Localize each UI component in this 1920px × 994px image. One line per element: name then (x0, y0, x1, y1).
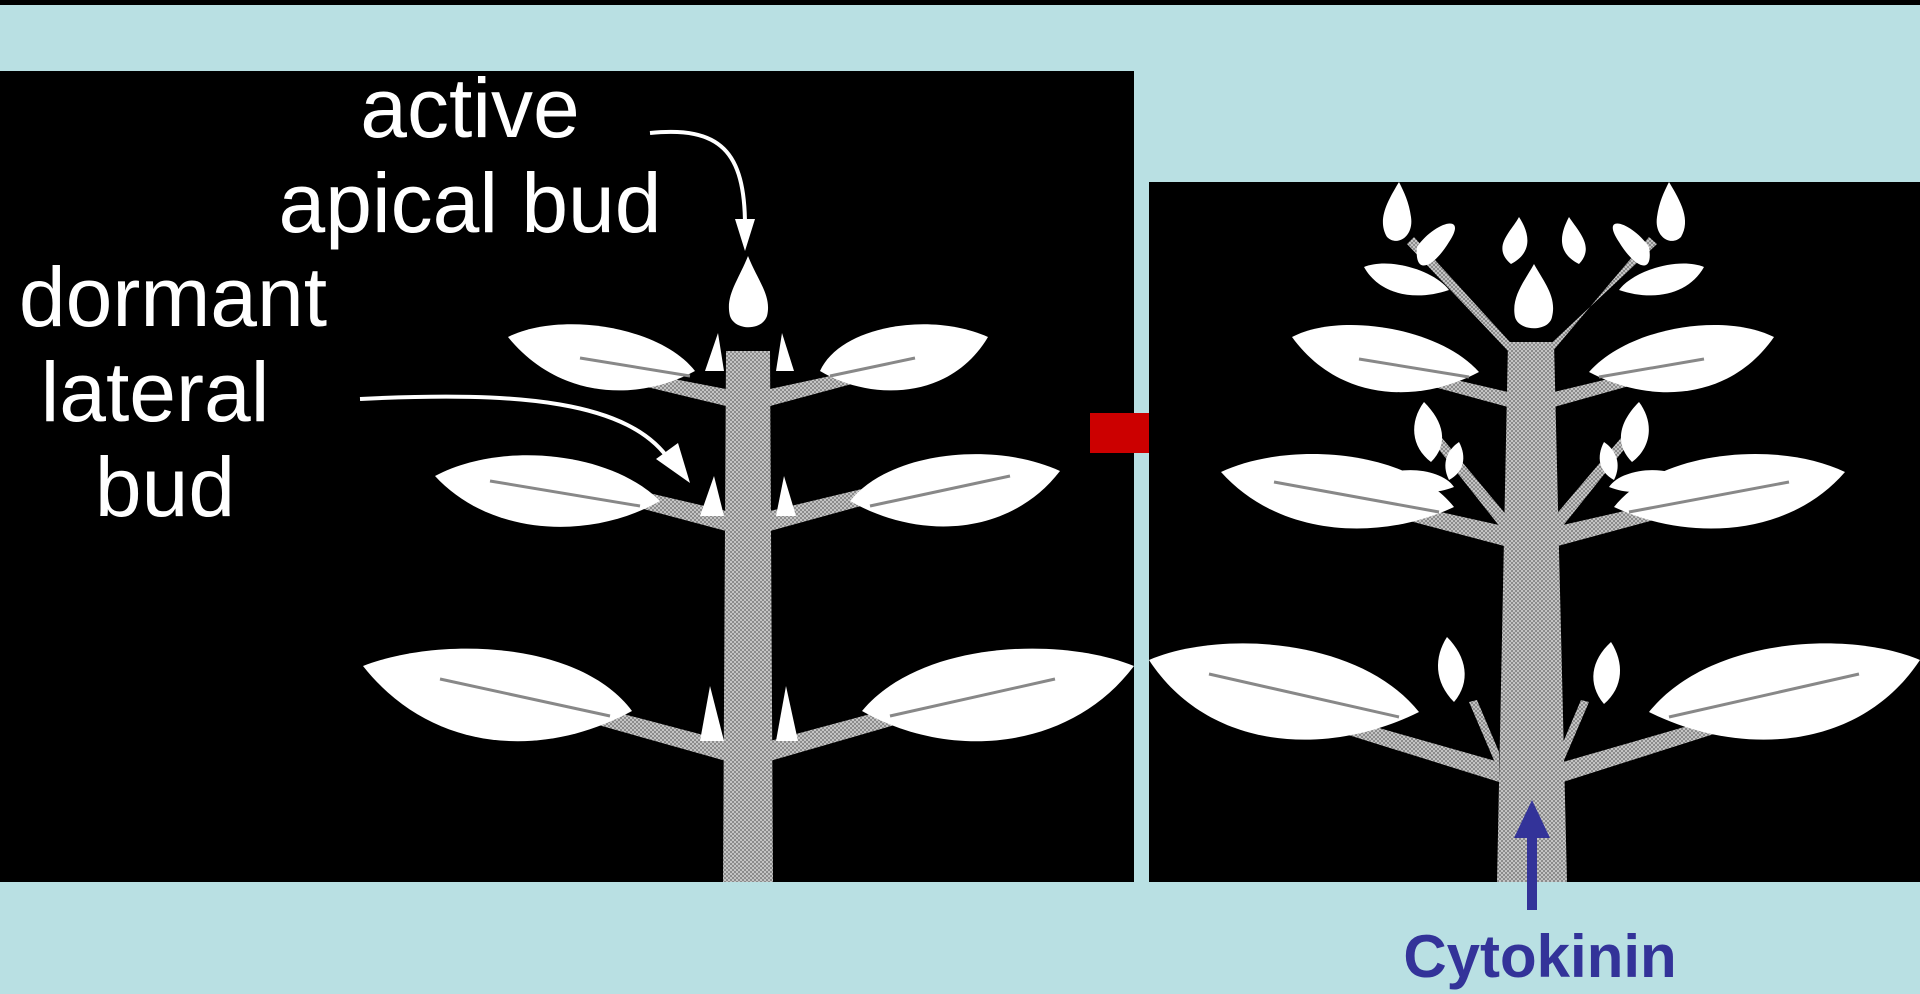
leaf (1614, 453, 1845, 529)
leaf (850, 454, 1060, 527)
left-plant-panel: active apical bud dormant lateral bud (0, 71, 1134, 882)
up-arrow-icon (1514, 800, 1550, 910)
leaf (1589, 324, 1774, 393)
lateral-label-line3: bud (95, 440, 235, 534)
branch (1469, 700, 1499, 772)
lower-side-shoot-leaves (1437, 637, 1621, 704)
lateral-pointer-arrow (359, 394, 672, 463)
leaf (862, 648, 1134, 742)
apical-pointer-arrow (649, 129, 747, 227)
branch (1407, 237, 1519, 352)
stem (1497, 342, 1567, 882)
side-shoot-leaves (1394, 402, 1669, 492)
cytokinin-label: Cytokinin (1403, 923, 1677, 990)
lateral-pointer-arrowhead (656, 443, 690, 483)
top-border (0, 0, 1920, 5)
apical-label-line1: active (360, 71, 579, 155)
apical-bud (728, 256, 769, 328)
leaf (508, 324, 695, 391)
leaf (820, 324, 988, 391)
lateral-label-line2: lateral (41, 345, 270, 439)
leaf (1221, 453, 1454, 529)
stem (723, 351, 773, 882)
apical-bud (1514, 264, 1554, 329)
leaf (1292, 324, 1479, 393)
right-plant-diagram (1149, 182, 1920, 882)
apical-label-line2: apical bud (279, 156, 662, 250)
leaf (363, 648, 632, 742)
new-shoot-leaves (1364, 182, 1704, 296)
branch (1559, 700, 1589, 772)
apical-pointer-arrowhead (735, 219, 755, 251)
left-plant-diagram: active apical bud dormant lateral bud (19, 71, 1134, 882)
lateral-label-line1: dormant (19, 250, 327, 344)
lateral-buds (700, 333, 798, 741)
right-plant-panel (1149, 182, 1920, 882)
branch (1542, 237, 1657, 352)
